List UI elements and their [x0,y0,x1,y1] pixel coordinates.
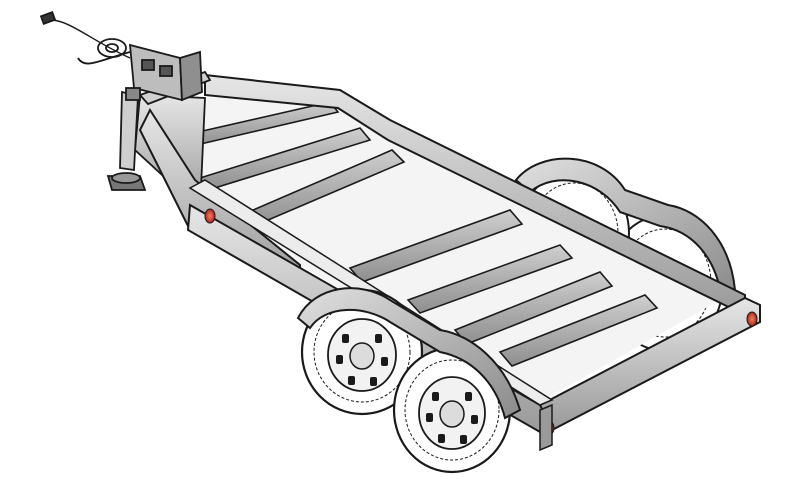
near-fender [296,287,522,420]
rear-right-light [746,311,758,327]
rear-post [539,403,553,452]
near-rear-hub [439,400,465,428]
front-side-reflector [204,208,216,224]
near-front-hub [349,342,375,370]
crossmember-7 [498,294,659,367]
jack-post [119,90,139,172]
near-rear-tire [392,346,512,474]
jack-handle [125,87,141,101]
crossmember-5 [406,244,574,314]
wiring-harness [49,19,131,59]
